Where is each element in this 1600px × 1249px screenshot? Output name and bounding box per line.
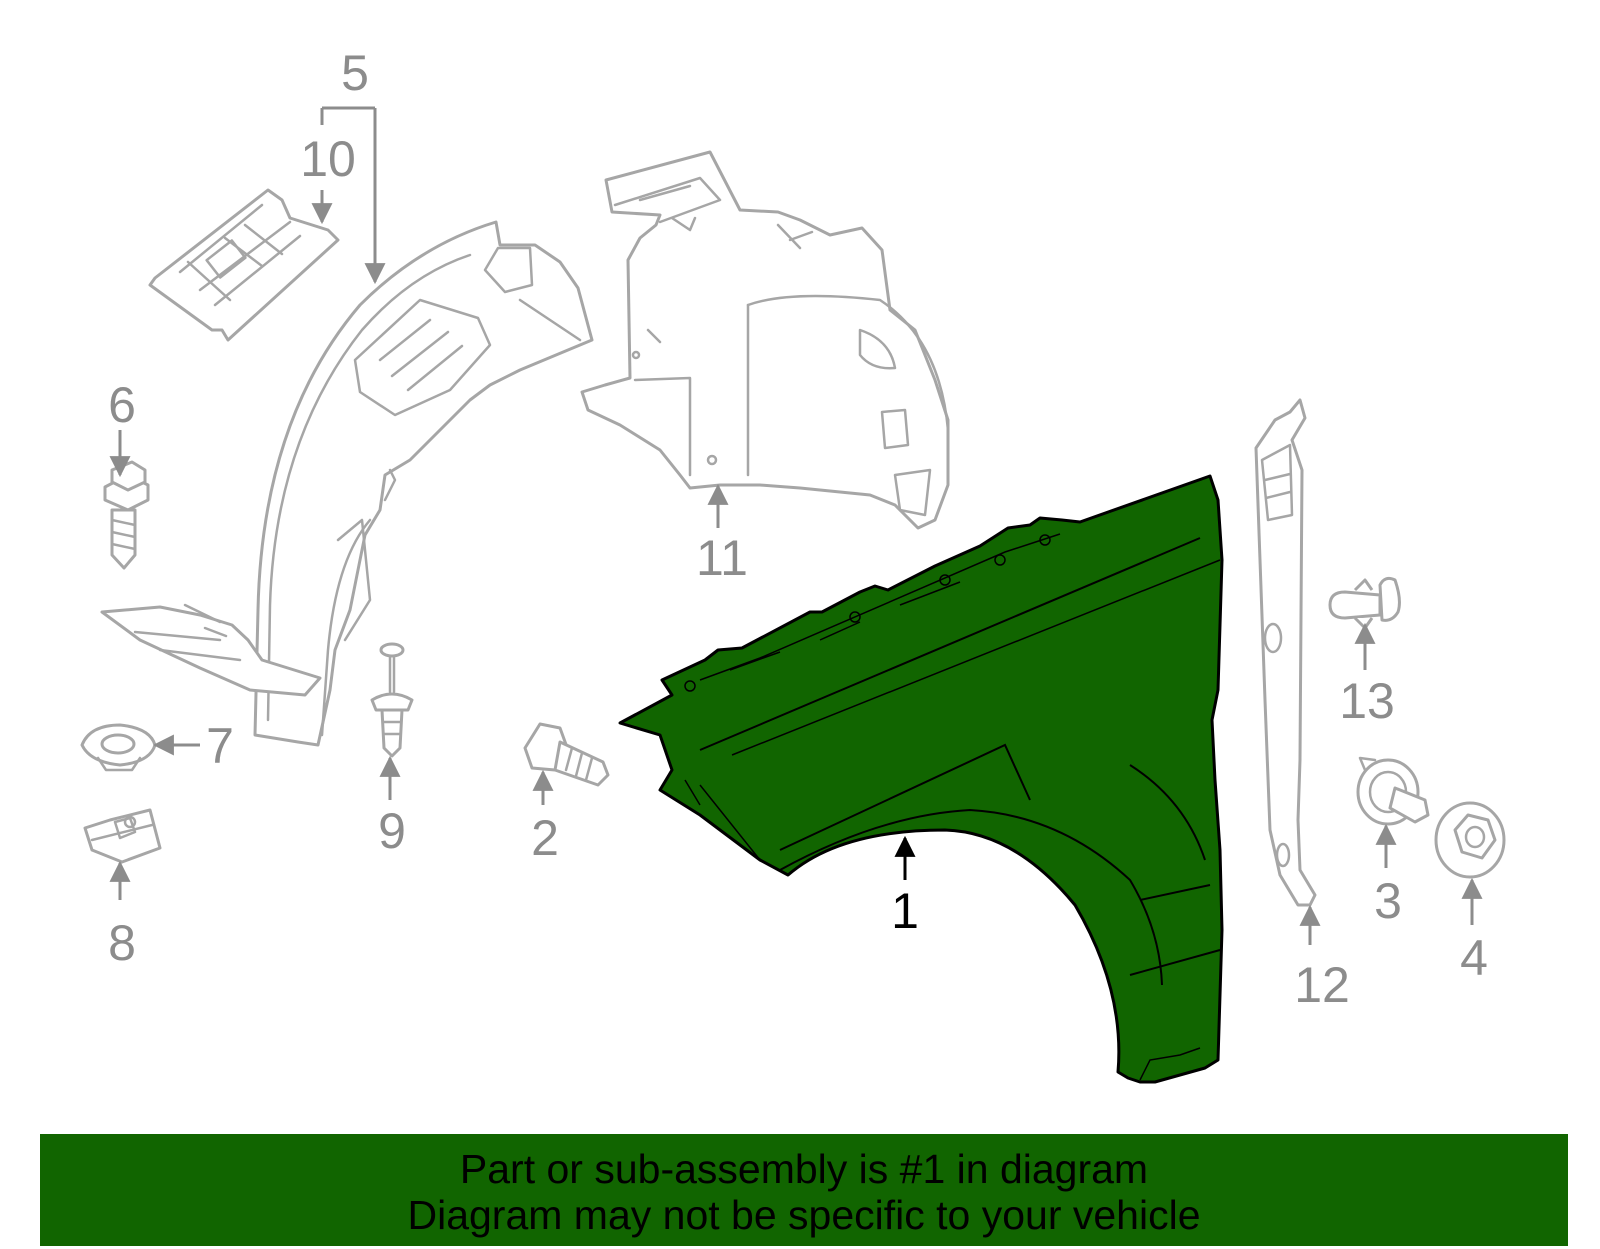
- callout-9: 9: [378, 803, 406, 859]
- callout-6: 6: [108, 377, 136, 433]
- part-6-bolt: [103, 460, 150, 570]
- callout-2: 2: [531, 810, 559, 866]
- part-13-push-clip: [1328, 576, 1401, 630]
- callout-13: 13: [1339, 673, 1395, 729]
- callout-12: 12: [1294, 957, 1350, 1013]
- part-11-wheelhouse-liner-rear: [580, 150, 950, 530]
- part-9-push-pin: [370, 642, 414, 758]
- part-12-fender-bracket: [1254, 398, 1317, 907]
- part-2-flange-bolt: [523, 722, 610, 787]
- notice-line-part: Part or sub-assembly is #1 in diagram: [459, 1146, 1149, 1192]
- part-10-splash-shield: [148, 188, 340, 342]
- callout-11: 11: [696, 530, 748, 586]
- part-1-fender: [618, 474, 1224, 1084]
- callout-8: 8: [108, 915, 136, 971]
- notice-banner: Part or sub-assembly is #1 in diagram Di…: [40, 1134, 1568, 1246]
- part-4-flange-nut: [1434, 801, 1506, 879]
- callout-3: 3: [1374, 873, 1402, 929]
- callout-5: 5: [341, 45, 369, 101]
- part-5-wheelhouse-liner: [100, 220, 594, 747]
- callout-4: 4: [1460, 930, 1488, 986]
- part-3-stud: [1356, 756, 1430, 826]
- callout-7: 7: [206, 718, 234, 774]
- part-8-clip-nut: [83, 808, 162, 864]
- part-7-push-nut: [80, 723, 157, 772]
- callout-1: 1: [891, 883, 919, 939]
- notice-line-disclaimer: Diagram may not be specific to your vehi…: [407, 1192, 1201, 1238]
- leader-lines: [109, 106, 1483, 945]
- callout-10: 10: [300, 131, 356, 187]
